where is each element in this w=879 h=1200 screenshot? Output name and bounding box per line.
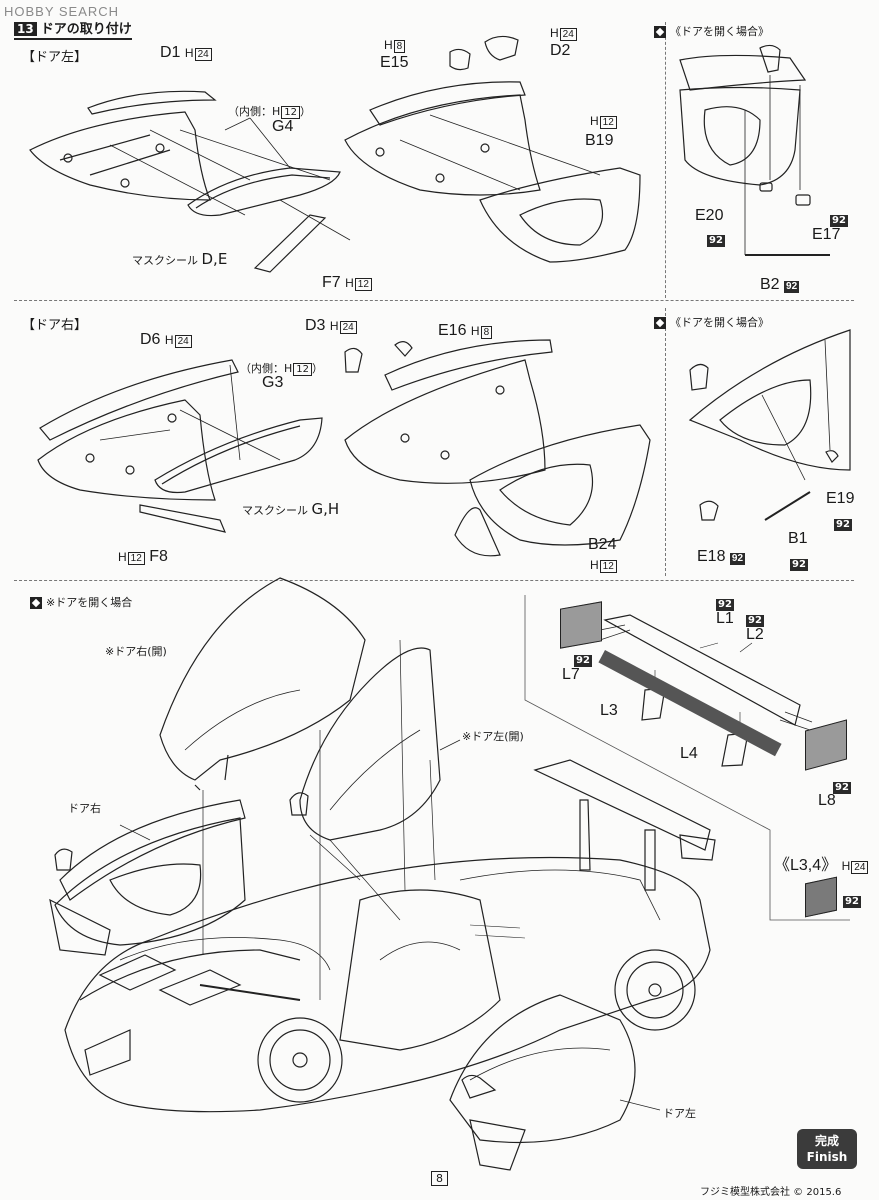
label-l7: L7 <box>562 666 580 683</box>
page-number: 8 <box>431 1171 448 1186</box>
divider-top <box>14 300 854 301</box>
label-mask-gh: マスクシール G,H <box>242 500 340 518</box>
label-door-right: ドア右 <box>68 802 101 815</box>
heading-right-door: 【ドア右】 <box>22 318 88 333</box>
part-l7-shape <box>560 601 602 649</box>
label-b1: B1 <box>788 530 808 547</box>
note-icon <box>30 597 42 609</box>
paint-b1: 92 <box>790 559 808 571</box>
label-e20: E20 <box>695 207 724 224</box>
divider-vertical-mid <box>665 308 666 576</box>
label-e19: E19 <box>826 490 855 507</box>
paint-e17: 92 <box>830 215 848 227</box>
heading-left-door: 【ドア左】 <box>22 50 88 65</box>
label-door-left: ドア左 <box>663 1107 696 1120</box>
step-title: ドアの取り付け <box>40 22 132 37</box>
label-g3: G3 <box>262 374 284 391</box>
divider-middle <box>14 580 854 581</box>
copyright: フジミ模型株式会社 © 2015.6 <box>700 1187 842 1198</box>
note-icon <box>654 317 666 329</box>
label-b19: B19 <box>585 132 614 149</box>
label-b2: B2 92 <box>760 276 800 293</box>
heading-open-top: 《ドアを開く場合》 <box>654 23 769 39</box>
label-l2: L2 <box>746 626 764 643</box>
finish-en: Finish <box>806 1150 848 1164</box>
finish-badge: 完成 Finish <box>797 1129 857 1169</box>
paint-l2: 92 <box>746 615 764 627</box>
heading-open-mid: 《ドアを開く場合》 <box>654 314 769 330</box>
part-l3-4-shape <box>805 876 837 918</box>
label-b24: B24 <box>588 536 617 553</box>
label-g4: G4 <box>272 118 294 135</box>
watermark: HOBBY SEARCH <box>4 4 120 19</box>
label-e15: E15 <box>380 54 409 71</box>
label-l1: L1 <box>716 610 734 627</box>
paint-l34: 92 <box>843 896 861 908</box>
heading-open-bottom: ※ドアを開く場合 <box>30 594 132 610</box>
paint-l8: 92 <box>833 782 851 794</box>
label-l8: L8 <box>818 792 836 809</box>
paint-l1: 92 <box>716 599 734 611</box>
label-mask-de: マスクシール D,E <box>132 250 228 268</box>
divider-vertical-top <box>665 22 666 298</box>
note-icon <box>654 26 666 38</box>
label-e18: E18 92 <box>697 548 746 565</box>
label-d2: D2 <box>550 42 571 59</box>
step-number: 13 <box>14 22 37 36</box>
paint-e20: 92 <box>707 235 725 247</box>
paint-e19: 92 <box>834 519 852 531</box>
label-e17: E17 <box>812 226 841 243</box>
finish-jp: 完成 <box>814 1134 839 1148</box>
paint-l7: 92 <box>574 655 592 667</box>
label-door-left-open: ※ドア左(開) <box>462 730 524 743</box>
label-door-right-open: ※ドア右(開) <box>105 645 167 658</box>
label-l4: L4 <box>680 745 698 762</box>
label-l3: L3 <box>600 702 618 719</box>
